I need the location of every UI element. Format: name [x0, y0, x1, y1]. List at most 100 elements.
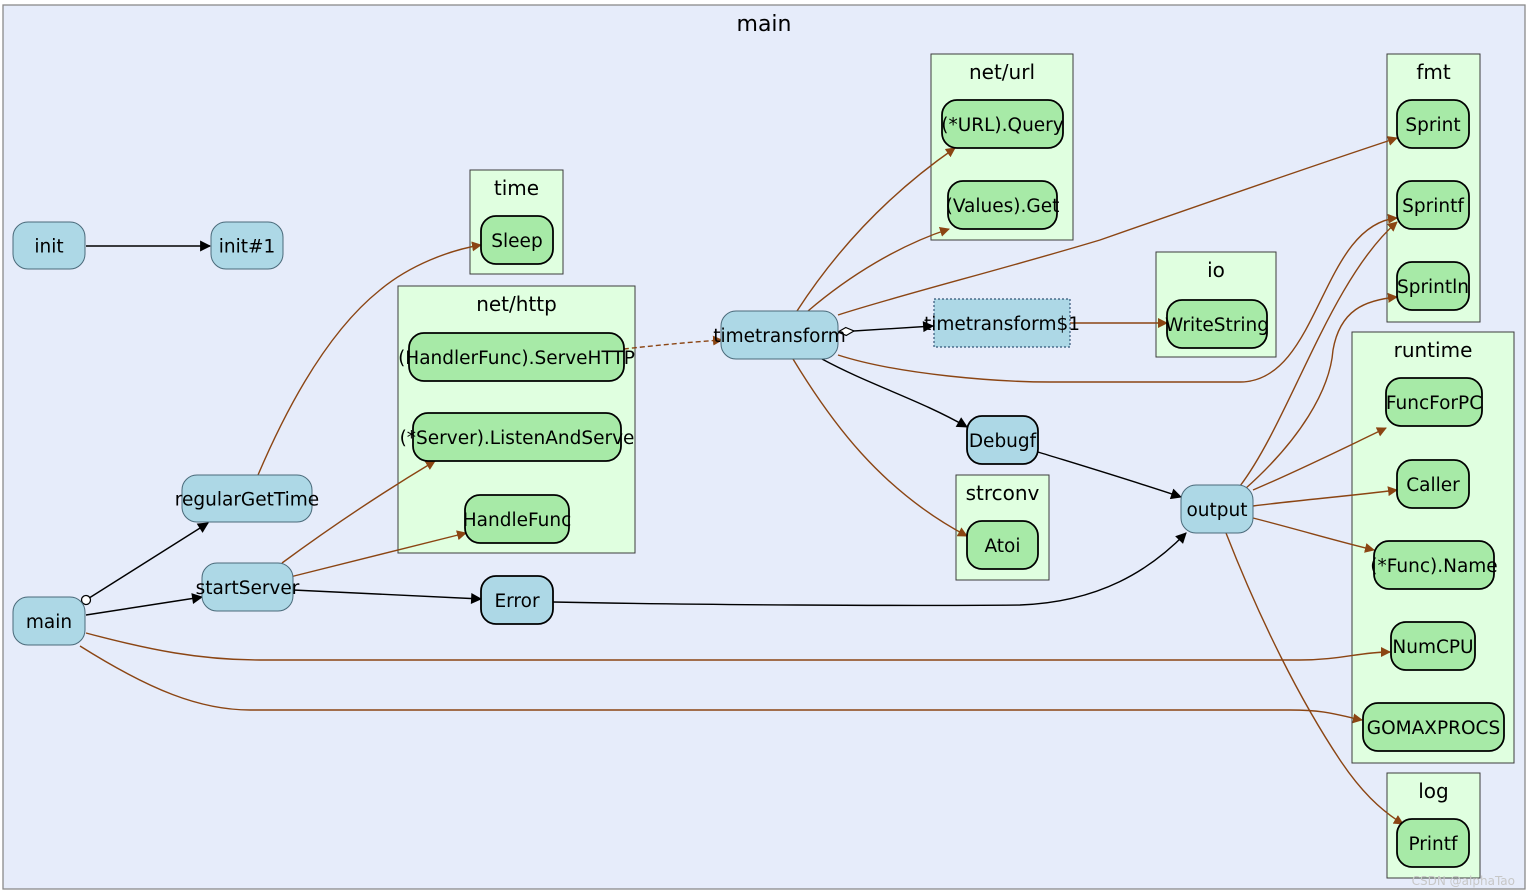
edge-startServer-to-Error — [292, 589, 483, 605]
node-output-label: output — [1186, 500, 1247, 521]
node-Sprint-box[interactable] — [1396, 99, 1470, 149]
node-ServeHTTP-label: (HandlerFunc).ServeHTTP — [398, 348, 635, 369]
node-HandleFunc[interactable]: HandleFunc — [463, 494, 572, 544]
node-timetransform1-box[interactable] — [933, 298, 1071, 348]
node-Sprintf-box[interactable] — [1396, 180, 1470, 230]
node-GOMAXPROCS[interactable]: GOMAXPROCS — [1362, 702, 1505, 752]
edge-startServer-to-ListenAndServe — [281, 460, 436, 564]
node-regularGetTime-label: regularGetTime — [175, 490, 319, 511]
node-FuncName-label: (*Func).Name — [1370, 556, 1497, 577]
node-FuncForPC-box[interactable] — [1385, 377, 1483, 427]
node-Error[interactable]: Error — [480, 575, 554, 625]
edge-output-to-Caller — [1252, 486, 1398, 507]
node-ValuesGet[interactable]: (Values).Get — [946, 180, 1060, 230]
node-startServer[interactable]: startServer — [196, 562, 300, 612]
node-init1-box[interactable] — [210, 221, 284, 270]
node-Sprintln[interactable]: Sprintln — [1396, 261, 1470, 311]
node-init[interactable]: init — [12, 221, 86, 270]
edge-output-to-FuncName — [1252, 517, 1375, 553]
node-Sleep-label: Sleep — [491, 231, 542, 252]
node-timetransform-box[interactable] — [720, 310, 839, 360]
node-timetransform-label: timetransform — [713, 326, 846, 347]
node-init1-label: init#1 — [219, 237, 276, 258]
node-FuncForPC-label: FuncForPC — [1386, 393, 1482, 414]
cluster-neturl-label: net/url — [969, 60, 1035, 84]
node-Atoi-box[interactable] — [966, 520, 1039, 570]
edge-output-to-Sprintln — [1244, 292, 1398, 490]
node-ListenAndServe-box[interactable] — [412, 412, 622, 462]
edge-main-to-regularGetTime — [80, 522, 209, 606]
node-Debugf[interactable]: Debugf — [966, 415, 1039, 465]
node-NumCPU[interactable]: NumCPU — [1390, 621, 1476, 671]
node-startServer-box[interactable] — [201, 562, 294, 612]
node-Printf-box[interactable] — [1396, 818, 1470, 868]
node-Sprint[interactable]: Sprint — [1396, 99, 1470, 149]
node-WriteString-label: WriteString — [1165, 315, 1269, 336]
node-Printf[interactable]: Printf — [1396, 818, 1470, 868]
cluster-main — [2, 4, 1526, 890]
node-URLQuery-box[interactable] — [941, 99, 1064, 149]
watermark-text: CSDN @alphaTao — [1411, 874, 1515, 888]
node-Sleep-box[interactable] — [480, 215, 554, 265]
edge-timetransform-to-Sprint — [837, 136, 1398, 316]
node-output-box[interactable] — [1180, 484, 1254, 534]
node-main-box[interactable] — [12, 596, 86, 646]
node-FuncForPC[interactable]: FuncForPC — [1385, 377, 1483, 427]
node-ServeHTTP[interactable]: (HandlerFunc).ServeHTTP — [398, 332, 635, 382]
node-ListenAndServe-label: (*Server).ListenAndServe — [400, 428, 635, 449]
node-URLQuery[interactable]: (*URL).Query — [941, 99, 1064, 149]
node-timetransform[interactable]: timetransform — [713, 310, 846, 360]
node-Atoi[interactable]: Atoi — [966, 520, 1039, 570]
node-Sprintln-box[interactable] — [1396, 261, 1470, 311]
node-Sprintf-label: Sprintf — [1402, 196, 1464, 217]
node-Error-label: Error — [494, 591, 539, 612]
node-GOMAXPROCS-box[interactable] — [1362, 702, 1505, 752]
node-FuncName[interactable]: (*Func).Name — [1370, 540, 1498, 590]
cluster-log-label: log — [1418, 779, 1449, 803]
edge-main-to-GOMAXPROCS — [79, 645, 1363, 724]
node-ValuesGet-label: (Values).Get — [946, 196, 1060, 217]
node-Error-box[interactable] — [480, 575, 554, 625]
edge-output-to-Printf — [1225, 532, 1404, 825]
edge-timetransform-to-Debugf — [821, 358, 968, 428]
node-init-box[interactable] — [12, 221, 86, 270]
edge-startServer-to-HandleFunc — [289, 530, 467, 578]
edge-main-to-NumCPU — [85, 632, 1391, 661]
node-regularGetTime[interactable]: regularGetTime — [175, 474, 319, 523]
node-WriteString[interactable]: WriteString — [1165, 299, 1269, 349]
node-Printf-label: Printf — [1408, 834, 1458, 855]
node-GOMAXPROCS-label: GOMAXPROCS — [1367, 718, 1500, 739]
node-FuncName-box[interactable] — [1373, 540, 1495, 590]
cluster-nethttp-label: net/http — [476, 292, 557, 316]
node-Caller-box[interactable] — [1396, 459, 1470, 509]
node-Sleep[interactable]: Sleep — [480, 215, 554, 265]
node-init1[interactable]: init#1 — [210, 221, 284, 270]
node-Debugf-box[interactable] — [966, 415, 1039, 465]
node-HandleFunc-label: HandleFunc — [463, 510, 572, 531]
node-NumCPU-label: NumCPU — [1392, 637, 1473, 658]
edge-timetransform-to-timetransform1 — [838, 326, 933, 332]
node-HandleFunc-box[interactable] — [464, 494, 570, 544]
node-main[interactable]: main — [12, 596, 86, 646]
node-timetransform1[interactable]: timetransform$1 — [924, 298, 1080, 348]
node-ListenAndServe[interactable]: (*Server).ListenAndServe — [400, 412, 635, 462]
edge-output-to-FuncForPC — [1252, 427, 1387, 491]
node-ServeHTTP-box[interactable] — [408, 332, 625, 382]
node-output[interactable]: output — [1180, 484, 1254, 534]
node-Sprintf[interactable]: Sprintf — [1396, 180, 1470, 230]
cluster-io-label: io — [1207, 258, 1225, 282]
node-WriteString-box[interactable] — [1166, 299, 1268, 349]
node-ValuesGet-box[interactable] — [947, 180, 1058, 230]
cluster-fmt-label: fmt — [1416, 60, 1451, 84]
node-regularGetTime-box[interactable] — [181, 474, 313, 523]
edge-timetransform-to-ValuesGet — [807, 227, 950, 312]
node-NumCPU-box[interactable] — [1390, 621, 1476, 671]
node-Atoi-label: Atoi — [984, 536, 1020, 557]
node-Debugf-label: Debugf — [969, 431, 1037, 452]
node-Caller-label: Caller — [1406, 475, 1460, 496]
edge-main-to-startServer — [85, 593, 204, 616]
edge-regularGetTime-to-Sleep — [257, 241, 482, 476]
node-Caller[interactable]: Caller — [1396, 459, 1470, 509]
